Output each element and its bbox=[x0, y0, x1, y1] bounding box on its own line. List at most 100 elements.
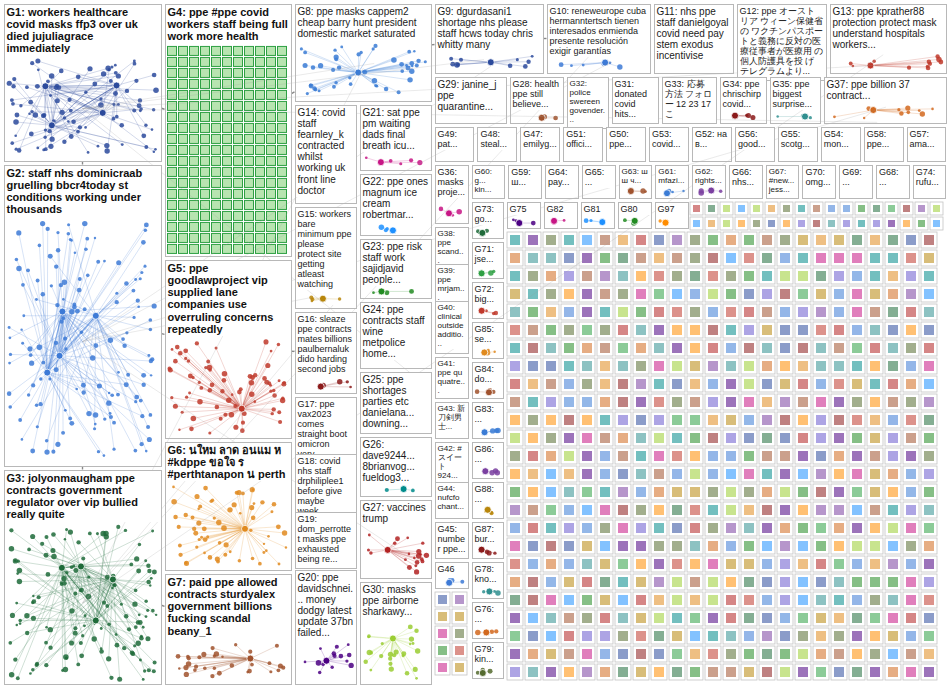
vertex-edge bbox=[10, 316, 96, 407]
vertex-dot bbox=[149, 584, 151, 586]
vertex-dot bbox=[171, 348, 174, 351]
vertex-tile bbox=[245, 200, 254, 209]
vertex-dot bbox=[216, 520, 221, 525]
vertex-hub bbox=[478, 307, 485, 314]
vertex-dot bbox=[249, 391, 255, 397]
vertex-edge bbox=[245, 529, 285, 533]
vertex-dot bbox=[439, 207, 444, 212]
vertex-dot bbox=[145, 636, 150, 641]
vertex-hub bbox=[113, 82, 120, 89]
vertex-dot bbox=[184, 357, 187, 360]
vertex-dot bbox=[450, 62, 455, 67]
small-group-vertex bbox=[738, 220, 745, 227]
vertex-dot bbox=[213, 516, 216, 519]
vertex-edge bbox=[60, 356, 110, 393]
vertex-edge bbox=[870, 66, 928, 68]
vertex-tile bbox=[245, 178, 254, 187]
vertex-edge bbox=[342, 47, 359, 73]
vertex-edge bbox=[52, 99, 101, 125]
vertex-dot bbox=[10, 98, 14, 102]
vertex-dot bbox=[36, 425, 39, 428]
vertex-edge bbox=[96, 242, 144, 315]
vertex-dot bbox=[69, 640, 74, 645]
vertex-tile bbox=[179, 123, 188, 132]
vertex-dot bbox=[147, 354, 150, 357]
vertex-dot bbox=[16, 624, 19, 627]
small-group-tile bbox=[915, 217, 928, 230]
vertex-dot bbox=[46, 572, 51, 577]
small-group-tile bbox=[735, 202, 748, 215]
vertex-dot bbox=[93, 427, 96, 430]
vertex-edge bbox=[209, 368, 241, 409]
vertex-tile bbox=[278, 112, 287, 121]
vertex-dot bbox=[44, 449, 49, 454]
vertex-tile bbox=[168, 233, 177, 242]
vertex-dot bbox=[193, 668, 197, 672]
vertex-dot bbox=[108, 392, 111, 395]
vertex-dot bbox=[269, 670, 272, 673]
vertex-tile bbox=[278, 189, 287, 198]
vertex-dot bbox=[55, 98, 60, 103]
vertex-dot bbox=[48, 627, 53, 632]
vertex-dot bbox=[494, 629, 498, 633]
vertex-cluster bbox=[167, 339, 286, 434]
vertex-tile bbox=[267, 123, 276, 132]
vertex-dot bbox=[56, 231, 59, 234]
vertex-dot bbox=[133, 62, 137, 66]
vertex-hub bbox=[599, 219, 606, 226]
vertex-edge bbox=[174, 502, 245, 529]
vertex-dot bbox=[51, 532, 56, 537]
vertex-dot bbox=[50, 137, 55, 142]
vertex-edge bbox=[60, 239, 71, 355]
vertex-dot bbox=[121, 143, 124, 146]
vertex-tile bbox=[245, 211, 254, 220]
vertex-dot bbox=[32, 599, 37, 604]
vertex-cluster bbox=[171, 486, 287, 566]
vertex-dot bbox=[69, 134, 74, 139]
vertex-dot bbox=[47, 129, 51, 133]
vertex-dot bbox=[188, 392, 191, 395]
vertex-dot bbox=[183, 513, 187, 517]
vertex-dot bbox=[270, 412, 273, 415]
vertex-dot bbox=[381, 642, 384, 645]
small-group-tile bbox=[765, 217, 778, 230]
vertex-edge bbox=[96, 620, 138, 622]
vertex-dot bbox=[84, 126, 87, 129]
vertex-tile bbox=[234, 134, 243, 143]
vertex-dot bbox=[495, 428, 501, 434]
vertex-dot bbox=[563, 219, 566, 222]
vertex-edge bbox=[53, 356, 59, 452]
vertex-edge bbox=[62, 568, 89, 597]
small-group-vertex bbox=[510, 253, 520, 263]
vertex-dot bbox=[145, 615, 148, 618]
vertex-tile bbox=[190, 134, 199, 143]
vertex-edge bbox=[62, 568, 76, 594]
vertex-dot bbox=[21, 438, 24, 441]
vertex-dot bbox=[8, 326, 11, 329]
vertex-dot bbox=[103, 260, 106, 263]
vertex-dot bbox=[116, 260, 121, 265]
small-group-tile bbox=[870, 217, 883, 230]
vertex-tile bbox=[267, 145, 276, 154]
vertex-tile bbox=[267, 46, 276, 55]
vertex-dot bbox=[134, 449, 138, 453]
vertex-tile bbox=[223, 79, 232, 88]
vertex-tile bbox=[168, 101, 177, 110]
vertex-tile bbox=[212, 200, 221, 209]
vertex-dot bbox=[406, 537, 409, 540]
small-group-vertex bbox=[918, 205, 925, 212]
small-group-vertex bbox=[723, 205, 730, 212]
vertex-dot bbox=[75, 388, 78, 391]
vertex-edge bbox=[193, 409, 241, 419]
vertex-dot bbox=[136, 620, 140, 624]
vertex-tile bbox=[179, 200, 188, 209]
vertex-edge bbox=[47, 230, 145, 372]
vertex-dot bbox=[87, 151, 90, 154]
vertex-tile bbox=[245, 79, 254, 88]
vertex-edge bbox=[245, 529, 264, 553]
vertex-tile bbox=[179, 145, 188, 154]
vertex-tile bbox=[179, 233, 188, 242]
vertex-dot bbox=[107, 623, 111, 627]
vertex-dot bbox=[389, 159, 393, 163]
small-group-tile bbox=[921, 232, 937, 248]
